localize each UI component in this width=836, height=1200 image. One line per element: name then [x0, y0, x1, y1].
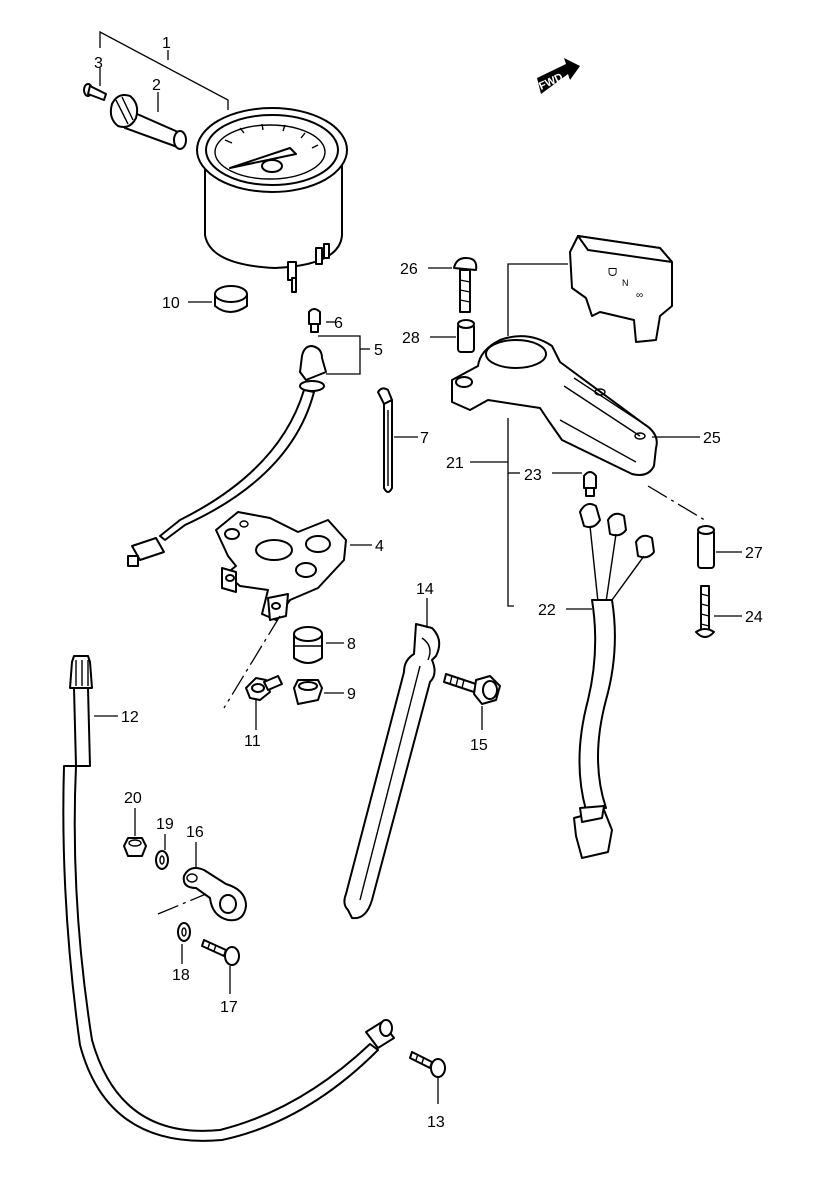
washer-19: [155, 850, 169, 870]
bolt-15: [443, 673, 501, 705]
fwd-arrow-icon: FWD: [537, 58, 580, 94]
gauge-trip-knob: [109, 94, 187, 150]
callout-7: 7: [420, 430, 429, 447]
indicator-housing-25: [451, 335, 658, 476]
callout-27: 27: [745, 545, 763, 562]
nut-9: [293, 679, 323, 705]
indicator-glyph-mid: N: [622, 278, 629, 288]
indicator-lens-cover: ᗜ N ∞: [569, 235, 673, 343]
callout-4: 4: [375, 538, 384, 555]
bulb-6: [308, 308, 321, 333]
spacer-27: [697, 525, 715, 569]
callout-22: 22: [538, 602, 556, 619]
cable-clamp-16: [182, 867, 247, 922]
callout-18: 18: [172, 967, 190, 984]
screw-26: [453, 257, 478, 313]
speedometer-gauge: [196, 107, 348, 293]
callout-13: 13: [427, 1114, 445, 1131]
callout-6: 6: [334, 315, 343, 332]
callout-17: 17: [220, 999, 238, 1016]
callout-15: 15: [470, 737, 488, 754]
support-rod-14: [343, 623, 441, 920]
callout-8: 8: [347, 636, 356, 653]
meter-bracket-4: [215, 511, 347, 621]
indicator-glyph-left: ᗜ: [608, 267, 617, 279]
nut-20: [123, 837, 147, 857]
callout-11: 11: [244, 733, 261, 750]
callout-14: 14: [416, 581, 434, 598]
lamp-socket-harness-5: [127, 345, 327, 567]
callout-24: 24: [745, 609, 763, 626]
callout-2: 2: [152, 77, 161, 94]
callout-9: 9: [347, 686, 356, 703]
small-screw-3: [83, 83, 107, 101]
callout-23: 23: [524, 467, 542, 484]
callout-19: 19: [156, 816, 174, 833]
callout-5: 5: [374, 342, 383, 359]
callout-16: 16: [186, 824, 204, 841]
callout-12: 12: [121, 709, 139, 726]
screw-13: [409, 1051, 446, 1078]
washer-18: [177, 922, 191, 942]
callout-21: 21: [446, 455, 464, 472]
fwd-label: FWD: [537, 71, 565, 92]
cable-tie-7: [377, 387, 393, 493]
cushion-8: [293, 626, 323, 664]
bolt-11: [245, 675, 283, 701]
rubber-cap-10: [214, 285, 248, 313]
speedometer-cable-12: [62, 655, 395, 1142]
wiring-harness-22: [573, 503, 655, 859]
screw-17: [201, 939, 240, 966]
indicator-glyph-right: ∞: [636, 290, 643, 301]
callout-20: 20: [124, 790, 142, 807]
bulb-23: [583, 471, 597, 497]
callout-28: 28: [402, 330, 420, 347]
screw-24: [695, 585, 715, 638]
callout-10: 10: [162, 295, 180, 312]
collar-28: [457, 319, 475, 353]
callout-25: 25: [703, 430, 721, 447]
callout-3: 3: [94, 55, 103, 72]
callout-26: 26: [400, 261, 418, 278]
callout-1: 1: [162, 35, 171, 52]
